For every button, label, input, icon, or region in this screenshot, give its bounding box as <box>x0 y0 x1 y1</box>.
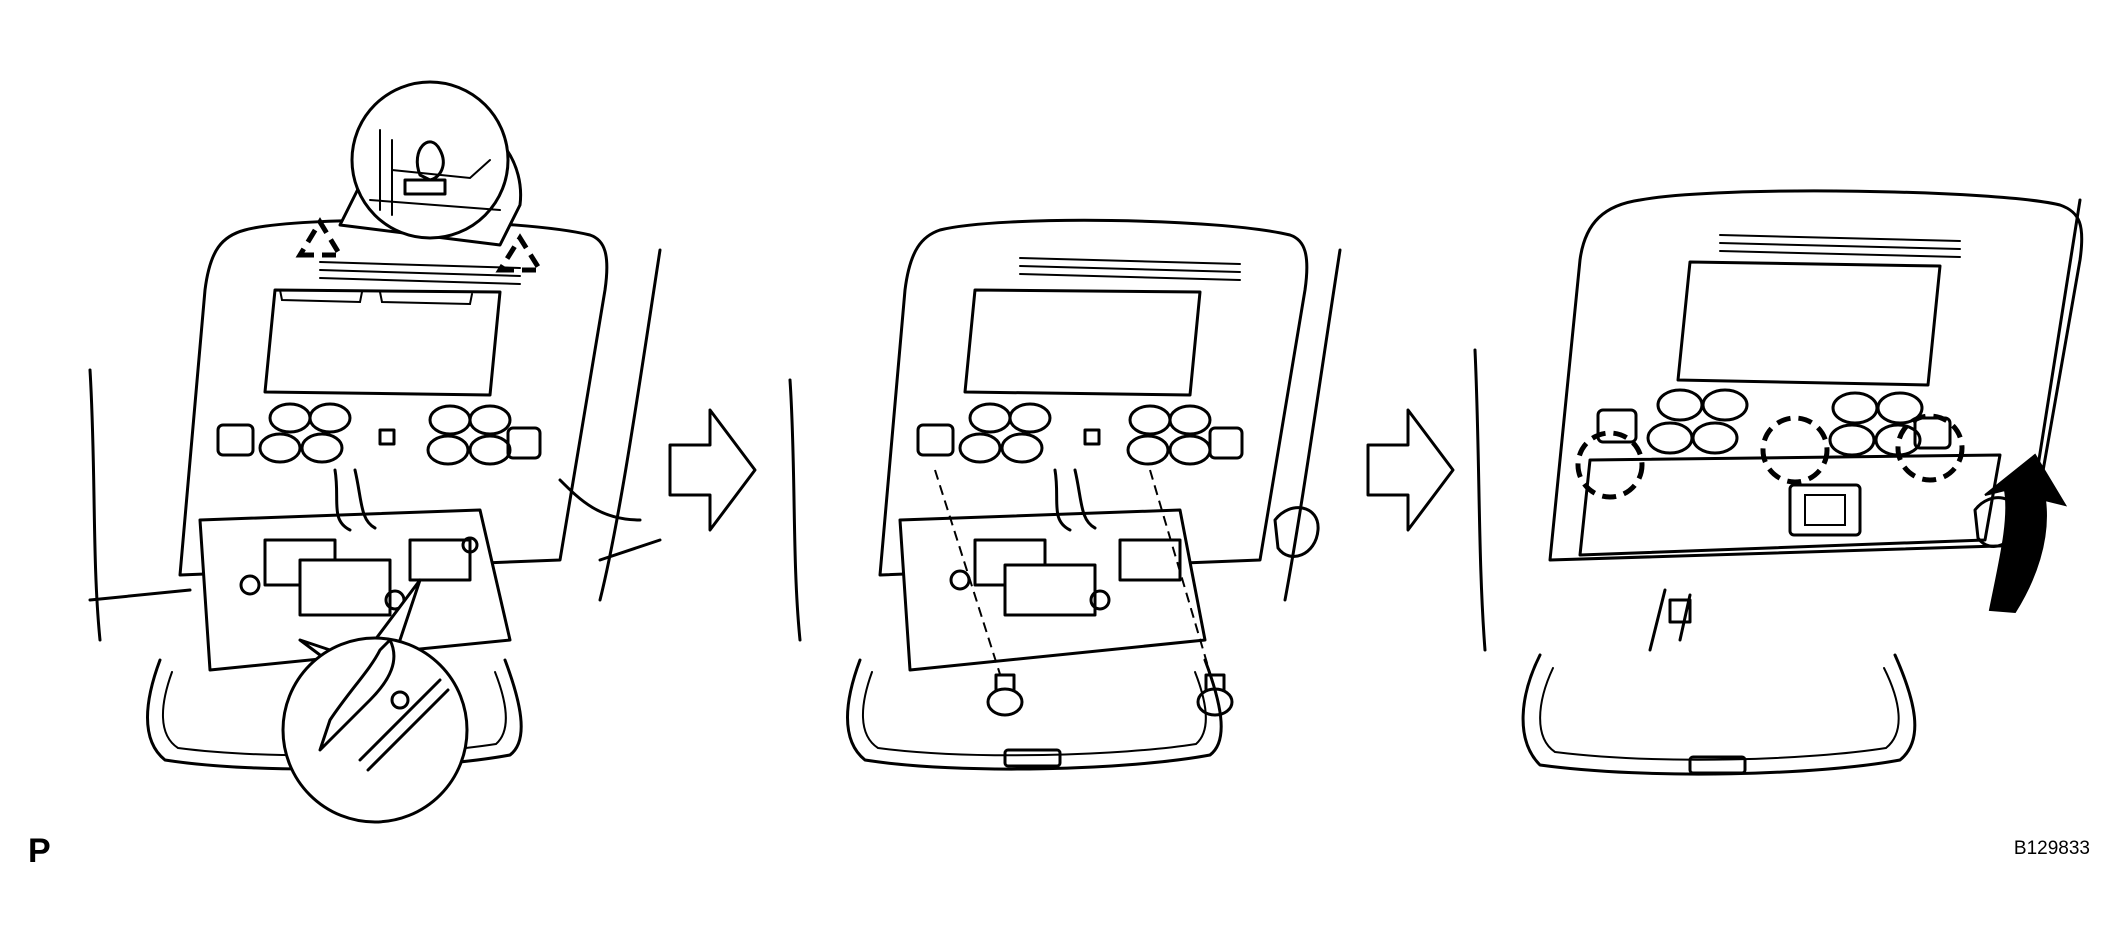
screw-guide-line-left <box>934 469 1006 691</box>
clip-marker-left <box>295 217 345 258</box>
rear-view-mirror-inner-2 <box>862 671 1207 757</box>
display-window <box>263 288 502 397</box>
headliner-left-edge <box>88 368 102 642</box>
connector-socket <box>1788 483 1862 537</box>
display-window-2 <box>963 288 1202 397</box>
clip-marker-right <box>495 233 545 273</box>
rear-view-mirror-2 <box>846 658 1223 771</box>
lamp-internals-2 <box>949 538 1182 617</box>
mirror-mount-3 <box>1688 755 1747 775</box>
headliner-right-edge-2 <box>1283 248 1342 602</box>
console-housing-2 <box>878 218 1309 577</box>
switch-buttons-3 <box>1596 388 1952 457</box>
lamp-internals <box>239 536 479 617</box>
screw-guide-line-right <box>1149 469 1216 691</box>
figure-id-label: B129833 <box>2013 838 2090 859</box>
step-2-illustration <box>788 218 1342 771</box>
lamp-wiring <box>333 468 377 532</box>
vent-slots-3 <box>1719 234 1961 258</box>
step-3-illustration <box>1473 189 2084 776</box>
headliner-left-edge-2 <box>788 378 802 642</box>
removal-direction-arrow <box>1984 453 2068 614</box>
headliner-right-edge <box>598 248 662 602</box>
clip-location-right <box>1895 413 1965 483</box>
assist-grip-2 <box>1273 506 1320 558</box>
display-window-3 <box>1676 260 1942 387</box>
screw-left <box>986 673 1024 717</box>
headliner-contour <box>88 478 662 602</box>
step-arrow-1 <box>668 408 757 532</box>
lamp-wiring-2 <box>1053 468 1097 532</box>
console-housing-3 <box>1548 189 2084 562</box>
rear-view-mirror-inner-3 <box>1539 667 1900 761</box>
clip-location-left <box>1575 430 1645 500</box>
pry-detail-callout-bottom <box>281 578 469 824</box>
vent-slots-2 <box>1019 257 1241 281</box>
mirror-mount-2 <box>1003 748 1062 768</box>
step-1-illustration <box>88 80 662 824</box>
switch-buttons-2 <box>916 402 1244 466</box>
wiring-harness-3 <box>1648 588 1692 652</box>
headliner-left-edge-3 <box>1473 348 1487 652</box>
assist-grip-3 <box>1973 496 2020 548</box>
clip-location-center <box>1760 415 1830 485</box>
display-top-segments <box>279 289 473 306</box>
harness-connector-3 <box>1668 598 1692 624</box>
switch-buttons <box>216 402 542 466</box>
step-arrow-2 <box>1366 408 1455 532</box>
lamp-opening <box>1578 453 2002 557</box>
connector-socket-inner <box>1804 494 1846 526</box>
view-code-label: P <box>28 832 51 870</box>
clip-detail-callout-top <box>338 80 523 247</box>
vent-slots <box>319 261 521 285</box>
